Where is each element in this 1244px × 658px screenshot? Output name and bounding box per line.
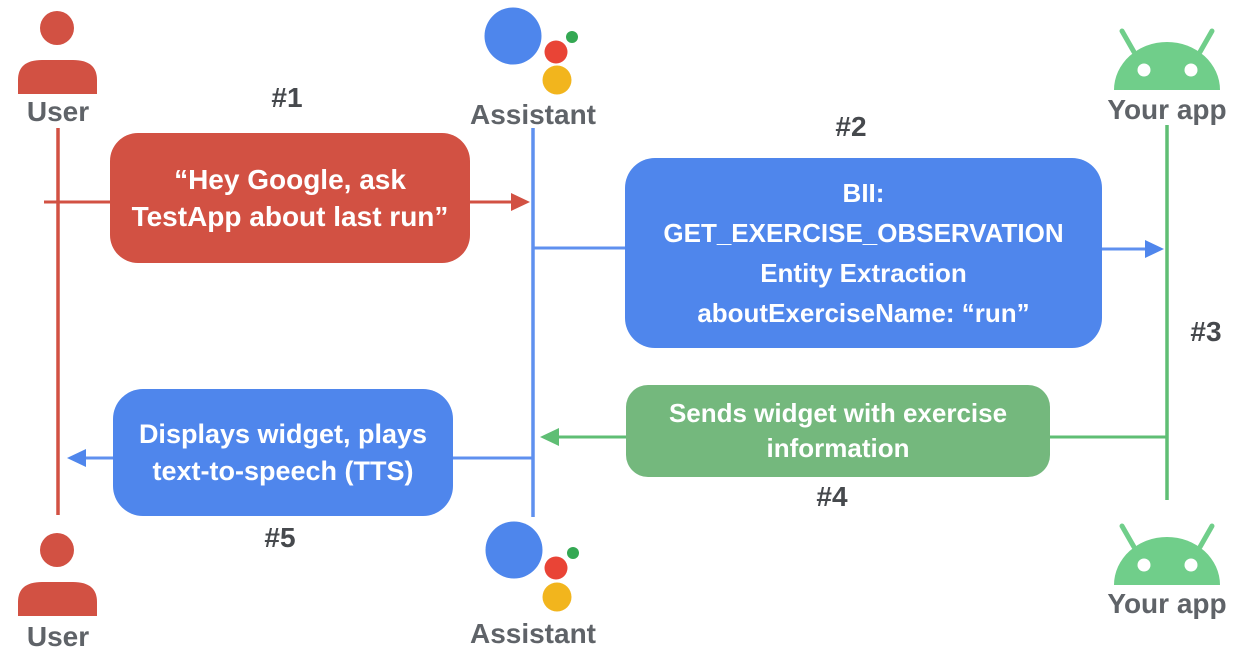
android-dome	[1114, 537, 1220, 585]
android-eye-left	[1137, 558, 1151, 572]
user-head	[40, 533, 74, 567]
user-shoulders	[18, 582, 97, 616]
step2-message-box: BII: GET_EXERCISE_OBSERVATION Entity Ext…	[625, 158, 1102, 348]
android-icon-top	[1114, 28, 1220, 90]
assistant-red-dot	[544, 40, 568, 64]
assistant-label-bottom: Assistant	[469, 618, 597, 649]
android-antenna-right	[1197, 523, 1215, 550]
user-icon-top	[18, 11, 97, 94]
message-line: aboutExerciseName: “run”	[697, 298, 1030, 328]
assistant-blue-circle	[485, 521, 543, 579]
assistant-blue-circle	[484, 7, 542, 65]
assistant-icon-top	[484, 7, 578, 95]
android-icon-bottom	[1114, 523, 1220, 585]
assistant-icon-bottom	[485, 521, 579, 612]
android-eye-right	[1184, 63, 1198, 77]
message-line: GET_EXERCISE_OBSERVATION	[663, 218, 1064, 248]
message-line: information	[766, 433, 910, 463]
assistant-green-dot	[566, 31, 578, 43]
message-line: Entity Extraction	[760, 258, 967, 288]
message-line: TestApp about last run”	[131, 201, 449, 232]
user-shoulders	[18, 60, 97, 94]
message-line: text-to-speech (TTS)	[152, 455, 414, 486]
message-line: Sends widget with exercise	[668, 398, 1008, 428]
step1-number: #1	[271, 82, 303, 113]
assistant-label-top: Assistant	[469, 99, 597, 130]
user-label-bottom: User	[26, 621, 90, 652]
android-dome	[1114, 42, 1220, 90]
step1-arrowhead	[511, 193, 530, 211]
app-label-top: Your app	[1107, 94, 1227, 125]
assistant-yellow-dot	[542, 582, 572, 612]
step1-message-box: “Hey Google, ask TestApp about last run”	[110, 133, 470, 263]
step5-arrowhead	[67, 449, 86, 467]
step5-number: #5	[264, 522, 296, 553]
step4-message-box: Sends widget with exercise information	[626, 385, 1050, 477]
android-eye-right	[1184, 558, 1198, 572]
step3-number: #3	[1190, 316, 1222, 347]
android-antenna-right	[1197, 28, 1215, 55]
android-eye-left	[1137, 63, 1151, 77]
step5-message-box: Displays widget, plays text-to-speech (T…	[113, 389, 453, 516]
user-icon-bottom	[18, 533, 97, 616]
android-antenna-left	[1119, 28, 1137, 55]
step4-number: #4	[816, 481, 848, 512]
step2-number: #2	[835, 111, 867, 142]
message-line: BII:	[842, 178, 885, 208]
user-head	[40, 11, 74, 45]
assistant-red-dot	[544, 556, 568, 580]
message-line: “Hey Google, ask	[174, 164, 406, 195]
android-antenna-left	[1119, 523, 1137, 550]
step2-arrowhead	[1145, 240, 1164, 258]
message-line: Displays widget, plays	[138, 418, 428, 449]
step4-arrowhead	[540, 428, 559, 446]
user-label-top: User	[26, 96, 90, 127]
assistant-yellow-dot	[542, 65, 572, 95]
assistant-green-dot	[567, 547, 579, 559]
app-label-bottom: Your app	[1107, 588, 1227, 619]
